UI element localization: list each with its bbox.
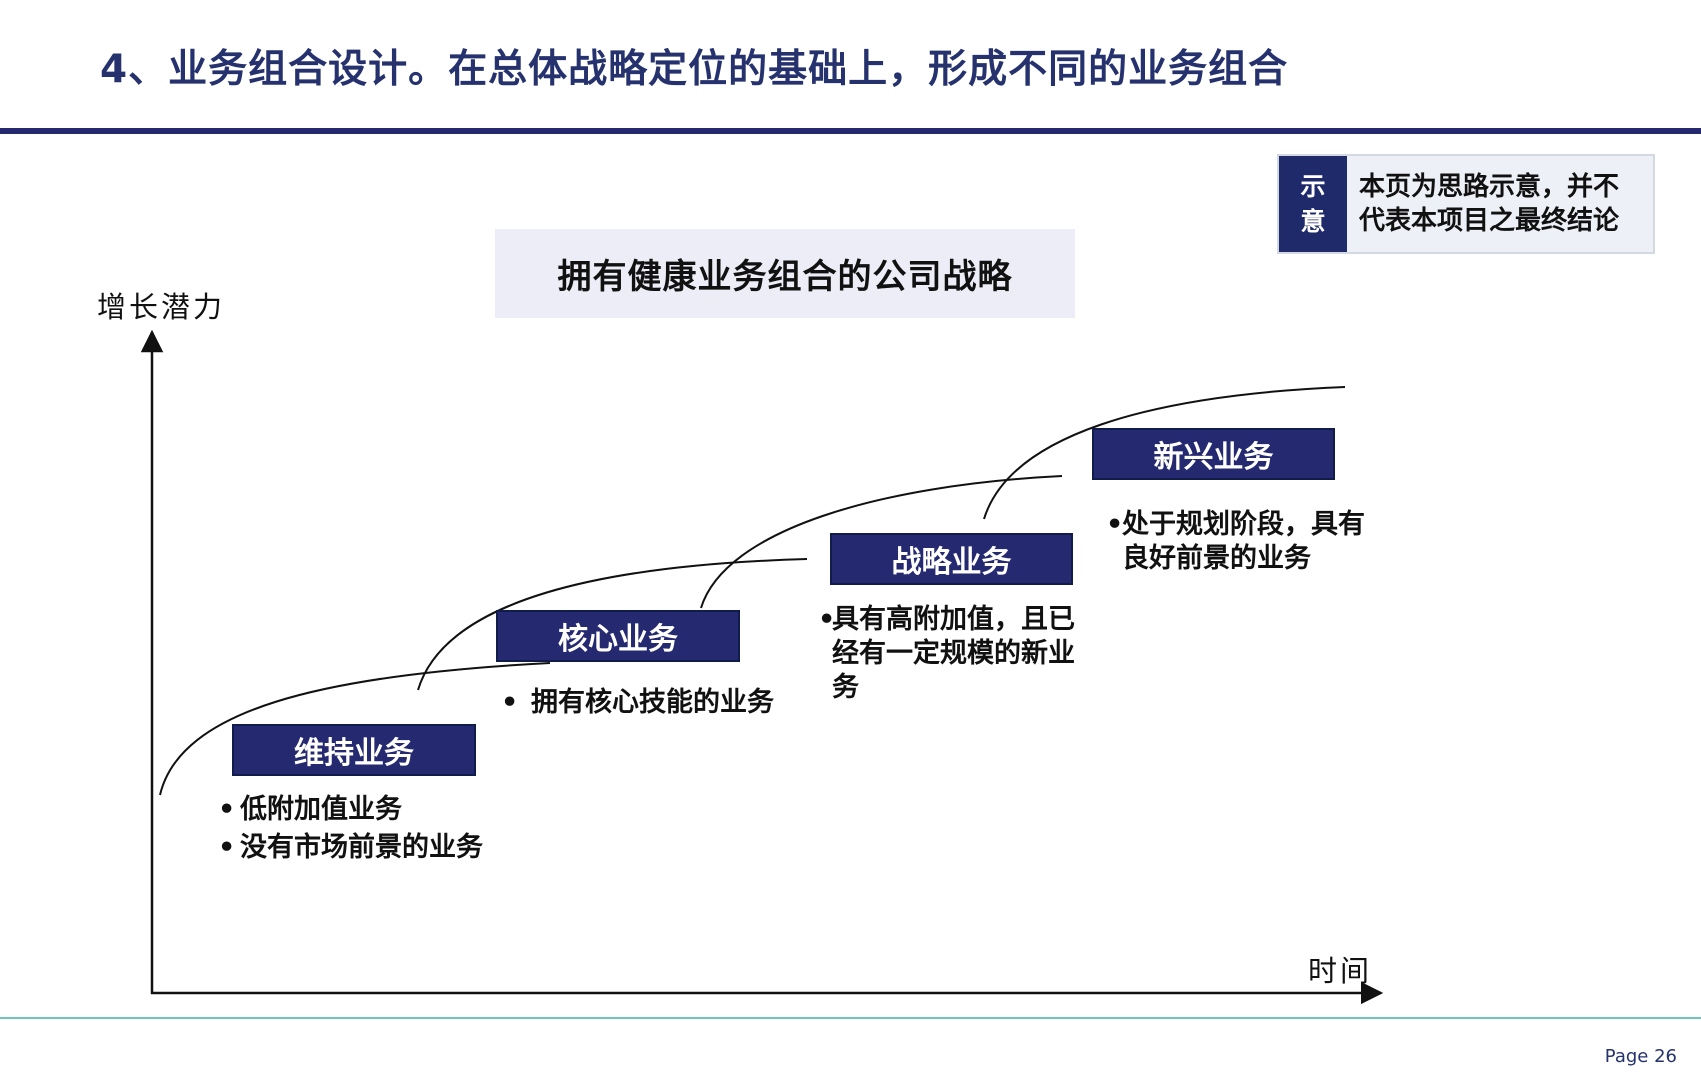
stage-maintenance-point-2: 没有市场前景的业务 <box>218 831 518 865</box>
note-tag-line-2: 意 <box>1300 207 1326 236</box>
note-text: 本页为思路示意，并不 代表本项目之最终结论 <box>1347 156 1653 252</box>
growth-curve-core <box>417 558 808 691</box>
footer-divider <box>0 1017 1701 1019</box>
growth-curve-emerging <box>983 386 1346 520</box>
stage-core-points: 拥有核心技能的业务 <box>501 686 801 720</box>
note-tag: 示 意 <box>1279 156 1347 252</box>
x-axis-label: 时间 <box>1308 954 1373 988</box>
note-tag-line-1: 示 <box>1300 172 1326 201</box>
stage-emerging-box: 新兴业务 <box>1092 428 1335 480</box>
note-text-line-2: 代表本项目之最终结论 <box>1359 206 1620 236</box>
diagram-title: 拥有健康业务组合的公司战略 <box>495 229 1075 318</box>
stage-strategic-box: 战略业务 <box>830 533 1073 585</box>
stage-emerging-point-1: 处于规划阶段，具有良好前景的业务 <box>1106 508 1368 576</box>
stage-maintenance-points: 低附加值业务 没有市场前景的业务 <box>218 793 518 865</box>
stage-maintenance-box: 维持业务 <box>232 724 476 776</box>
stage-core-point-1: 拥有核心技能的业务 <box>501 686 801 720</box>
stage-strategic-point-1: 具有高附加值，且已经有一定规模的新业务 <box>818 603 1090 705</box>
title-divider <box>0 128 1701 134</box>
note-text-line-1: 本页为思路示意，并不 <box>1359 172 1620 202</box>
stage-core-box: 核心业务 <box>496 610 740 662</box>
slide-title: 4、业务组合设计。在总体战略定位的基础上，形成不同的业务组合 <box>100 47 1289 92</box>
y-axis-label: 增长潜力 <box>97 290 226 324</box>
stage-emerging-points: 处于规划阶段，具有良好前景的业务 <box>1106 508 1368 576</box>
growth-curve-strategic <box>700 475 1063 609</box>
page-number: Page 26 <box>1604 1046 1677 1067</box>
growth-curve-maintenance <box>159 662 551 796</box>
illustrative-note: 示 意 本页为思路示意，并不 代表本项目之最终结论 <box>1277 154 1655 254</box>
stage-strategic-points: 具有高附加值，且已经有一定规模的新业务 <box>818 603 1090 705</box>
stage-maintenance-point-1: 低附加值业务 <box>218 793 518 827</box>
